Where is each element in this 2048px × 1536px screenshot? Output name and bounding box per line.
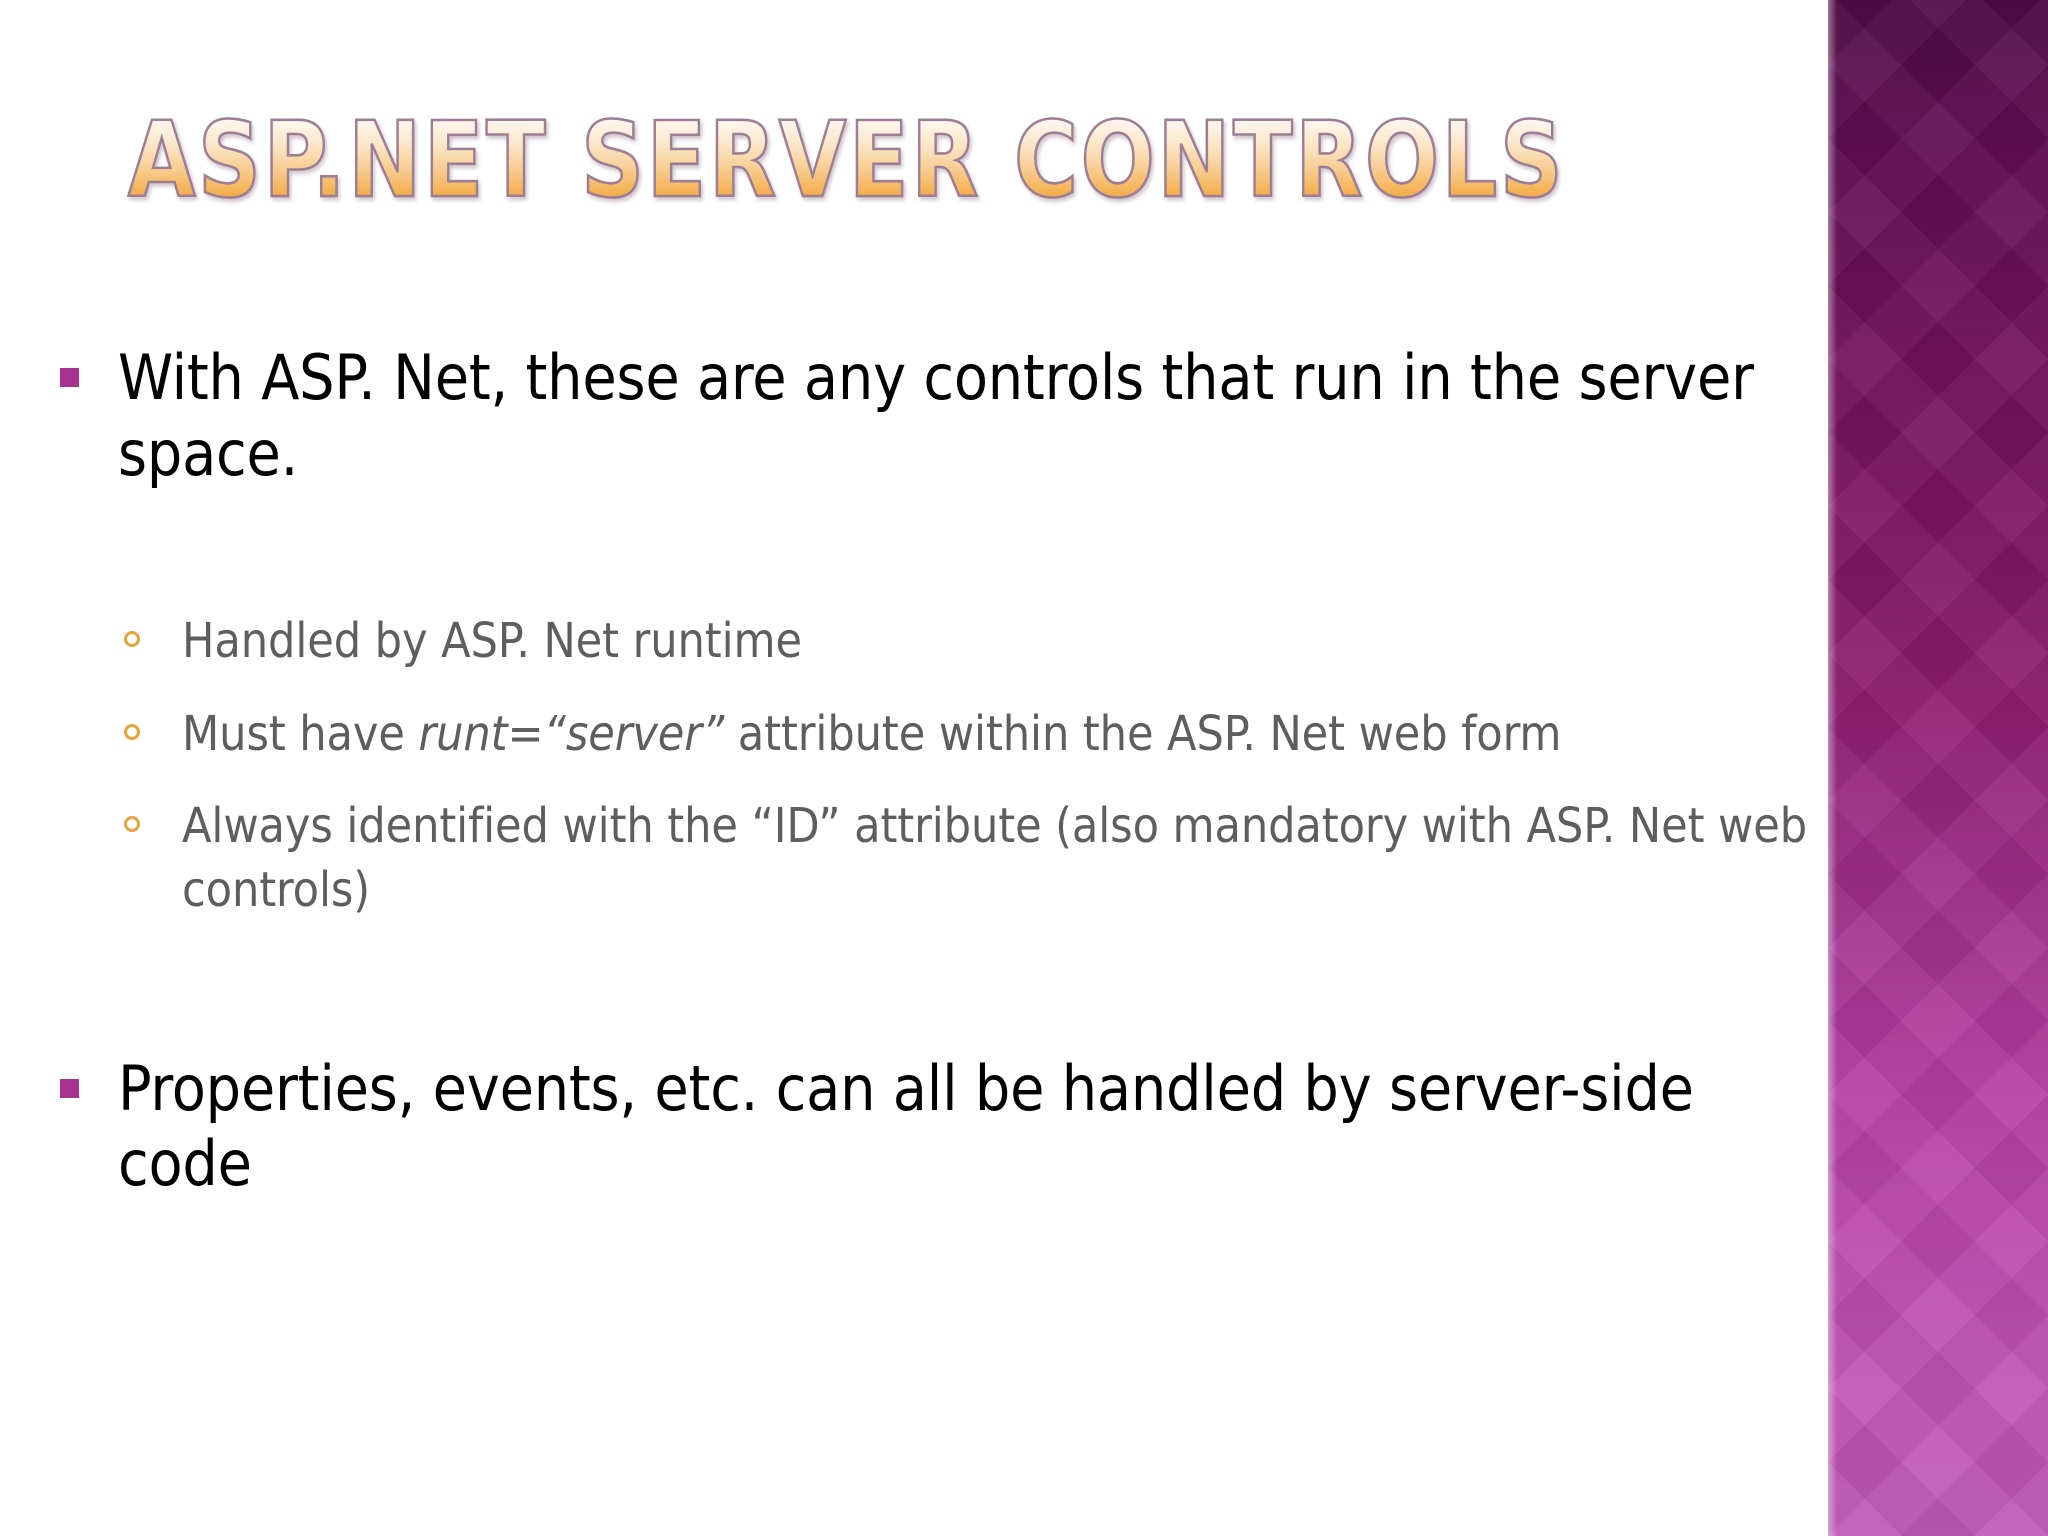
bullet-level2-item: Must have runt=“server” attribute within… xyxy=(0,702,1960,766)
bullet-level2-label: Must have runt=“server” attribute within… xyxy=(182,702,1960,766)
bullet-level2-item: Handled by ASP. Net runtime xyxy=(0,609,1960,673)
page-title: ASP.NET Server Controls xyxy=(127,99,1566,221)
bullet-level1-item: With ASP. Net, these are any controls th… xyxy=(0,340,1840,491)
sub-bullet-list: Handled by ASP. Net runtime Must have ru… xyxy=(0,609,2048,922)
circle-bullet-icon xyxy=(124,723,140,740)
bullet-level1-label: With ASP. Net, these are any controls th… xyxy=(118,341,1754,490)
square-bullet-icon xyxy=(60,368,79,387)
bullet-level2-item: Always identified with the “ID” attribut… xyxy=(0,794,1960,923)
bullet-level2-label: Handled by ASP. Net runtime xyxy=(182,613,802,670)
circle-bullet-icon xyxy=(124,815,140,832)
bullet-level2-label: Always identified with the “ID” attribut… xyxy=(182,797,1808,919)
bullet-text-prefix: Must have xyxy=(182,705,419,762)
slide-body: With ASP. Net, these are any controls th… xyxy=(0,340,2048,1202)
spacer xyxy=(0,951,2048,1051)
bullet-text-emphasis: runt=“server” xyxy=(418,705,725,762)
bullet-text-suffix: attribute within the ASP. Net web form xyxy=(724,705,1562,762)
circle-bullet-icon xyxy=(124,631,140,648)
spacer xyxy=(0,491,2048,609)
bullet-level1-label: Properties, events, etc. can all be hand… xyxy=(118,1051,1694,1201)
slide-title-container: ASP.NET Server Controls xyxy=(127,99,1674,221)
bullet-level1-item: Properties, events, etc. can all be hand… xyxy=(0,1051,1840,1202)
square-bullet-icon xyxy=(60,1078,79,1098)
